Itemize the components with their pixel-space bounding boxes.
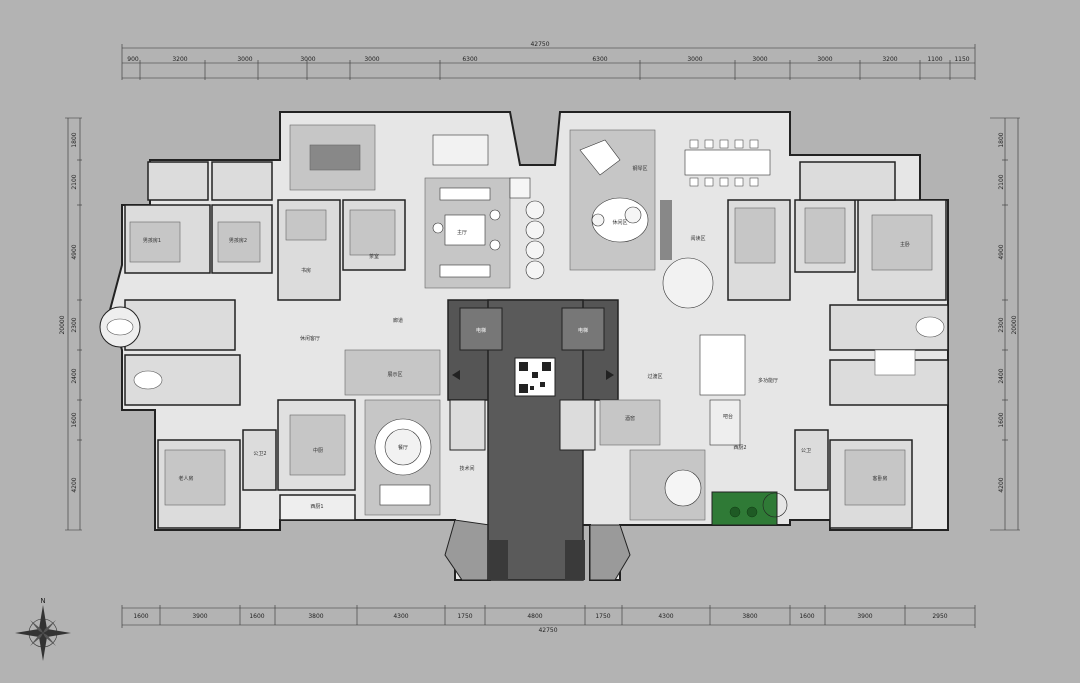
label-elderly: 老人房: [178, 475, 193, 482]
right-dim-4: 2300: [998, 317, 1005, 332]
top-dim-1: 900: [127, 56, 139, 63]
top-dim-6: 6300: [462, 56, 477, 63]
garden-planter: [711, 491, 778, 526]
bottom-dim-10: 3800: [742, 613, 757, 620]
label-bedroom1: 男孩房1: [143, 237, 161, 244]
living-area: [424, 134, 545, 289]
label-multi: 多功能厅: [758, 377, 778, 384]
left-bathtub: [99, 306, 163, 390]
label-display: 展示区: [387, 372, 402, 378]
label-master: 主卧: [900, 241, 910, 248]
right-bathtub: [915, 316, 945, 338]
elevator-right-label: 电梯: [578, 327, 588, 334]
top-dim-2: 3200: [172, 56, 187, 63]
label-guest: 客卧房: [872, 475, 887, 482]
bottom-dim-5: 4300: [393, 613, 408, 620]
bottom-dim-2: 3900: [192, 613, 207, 620]
right-dimension-line: [990, 117, 1020, 531]
top-dim-8: 3000: [687, 56, 702, 63]
label-bedroom2: 男孩房2: [229, 237, 247, 244]
left-dim-1: 1800: [71, 132, 78, 147]
label-piano: 钢琴区: [632, 165, 647, 172]
top-dim-5: 3000: [364, 56, 379, 63]
right-dim-2: 2100: [998, 174, 1005, 189]
label-transition: 过渡区: [647, 373, 662, 380]
bottom-dim-9: 4300: [658, 613, 673, 620]
left-dim-2: 2100: [71, 174, 78, 189]
left-total-dim: 20000: [59, 315, 66, 334]
top-dimension-line: [121, 44, 976, 80]
bottom-dimension-line: [121, 605, 976, 628]
bottom-dim-1: 1600: [133, 613, 148, 620]
label-tea-room: 茶室: [369, 253, 379, 260]
top-dim-10: 3000: [817, 56, 832, 63]
dining-table: [684, 139, 771, 187]
label-living: 主厅: [457, 229, 467, 236]
elevator-left-label: 电梯: [476, 327, 486, 334]
label-tech: 技术间: [459, 465, 474, 472]
bottom-dim-13: 2950: [932, 613, 947, 620]
top-dim-12: 1100: [927, 56, 942, 63]
top-dim-11: 3200: [882, 56, 897, 63]
label-bath2: 公卫2: [253, 451, 266, 457]
bottom-dim-12: 3900: [857, 613, 872, 620]
right-segment-dims: 1800 2100 4900 2300 2400 1600 4200: [998, 132, 1005, 492]
label-kitchen1: 西厨1: [310, 504, 323, 510]
top-dim-13: 1150: [954, 56, 969, 63]
label-wine: 酒窖: [625, 415, 635, 422]
bottom-dim-4: 3800: [308, 613, 323, 620]
left-wing-inner: [129, 124, 396, 506]
label-reading: 阅读区: [690, 235, 705, 242]
bottom-dim-8: 1750: [595, 613, 610, 620]
compass-icon: [15, 605, 71, 661]
label-corridor: 廊道: [393, 317, 403, 324]
label-study: 书房: [301, 267, 311, 274]
left-dim-6: 1600: [71, 412, 78, 427]
bottom-dim-7: 4800: [527, 613, 542, 620]
right-dim-1: 1800: [998, 132, 1005, 147]
top-dim-7: 6300: [592, 56, 607, 63]
label-bath1: 公卫: [801, 448, 811, 454]
top-dim-4: 3000: [300, 56, 315, 63]
left-dim-3: 4900: [71, 244, 78, 259]
bottom-total-dim: 42750: [538, 627, 557, 634]
label-lounge: 休闲区: [612, 219, 627, 226]
right-dim-6: 1600: [998, 412, 1005, 427]
bottom-dim-6: 1750: [457, 613, 472, 620]
lower-middle: [344, 334, 788, 526]
top-segment-dims: 900 3200 3000 3000 3000 6300 6300 3000 3…: [127, 56, 970, 63]
top-dim-9: 3000: [752, 56, 767, 63]
label-chinese-kitchen: 中厨: [313, 447, 323, 454]
left-dim-5: 2400: [71, 368, 78, 383]
label-bar: 吧台: [723, 413, 733, 420]
right-dim-3: 4900: [998, 244, 1005, 259]
bottom-dim-11: 1600: [799, 613, 814, 620]
left-dim-7: 4200: [71, 477, 78, 492]
right-dim-7: 4200: [998, 477, 1005, 492]
right-wing-inner: [734, 207, 933, 506]
bottom-dim-3: 1600: [249, 613, 264, 620]
left-segment-dims: 1800 2100 4900 2300 2400 1600 4200: [71, 132, 78, 492]
left-dimension-line: [65, 117, 82, 531]
central-core: 电梯 电梯: [447, 299, 619, 581]
room-labels: 男孩房1 男孩房2 书房 茶室 主厅 钢琴区 休闲区 阅读区 主卧 廊道 休闲客…: [143, 165, 910, 510]
label-western-kitchen: 西厨2: [733, 445, 746, 451]
right-total-dim: 20000: [1011, 315, 1018, 334]
right-dim-5: 2400: [998, 368, 1005, 383]
top-dim-3: 3000: [237, 56, 252, 63]
left-dim-4: 2300: [71, 317, 78, 332]
piano-lounge-area: [569, 129, 714, 309]
label-dining: 餐厅: [398, 444, 408, 451]
bottom-segment-dims: 1600 3900 1600 3800 4300 1750 4800 1750 …: [133, 613, 947, 620]
top-total-dim: 42750: [530, 41, 549, 48]
compass-north-label: N: [40, 597, 45, 605]
label-leisure: 休闲客厅: [300, 335, 320, 342]
left-wing: [124, 161, 406, 529]
